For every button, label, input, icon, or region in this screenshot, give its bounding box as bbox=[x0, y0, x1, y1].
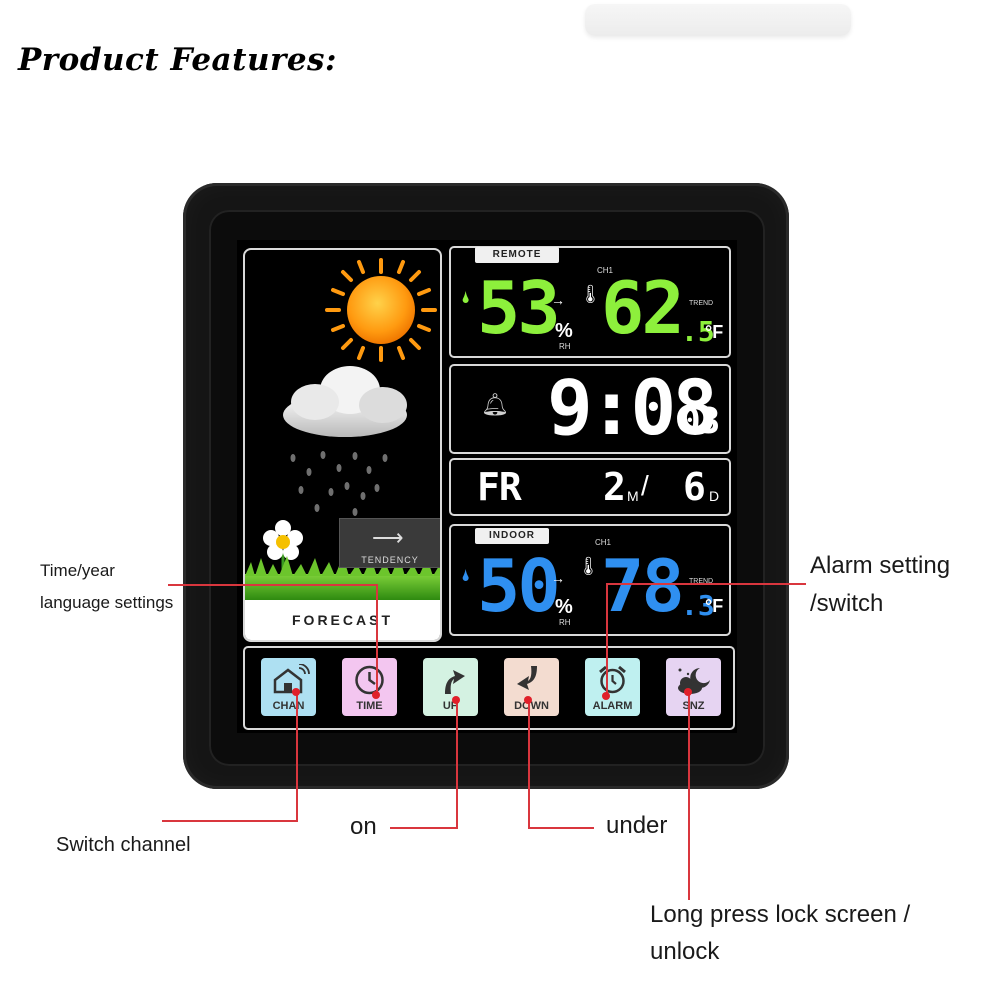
alarm-button[interactable]: ALARM bbox=[585, 658, 640, 716]
remote-channel: CH1 bbox=[597, 266, 614, 275]
date-weekday: FR bbox=[477, 465, 522, 509]
chan-callout-line-vertical bbox=[296, 692, 298, 820]
date-day: 6 bbox=[683, 465, 706, 509]
up-callout-line-vertical bbox=[456, 700, 458, 828]
clock-icon bbox=[355, 665, 384, 695]
thermometer-icon: 🌡 bbox=[579, 284, 602, 304]
down-button-label: DOWN bbox=[514, 700, 549, 712]
lock-callout-line2: unlock bbox=[650, 938, 720, 965]
up-callout-text: on bbox=[350, 813, 377, 840]
remote-rh-label: RH bbox=[559, 342, 571, 351]
house-signal-icon bbox=[273, 664, 310, 694]
sun-icon bbox=[325, 258, 437, 362]
up-button-label: UP bbox=[442, 700, 459, 712]
remote-temperature: 62 bbox=[601, 266, 685, 350]
down-callout-line bbox=[528, 827, 594, 829]
date-day-suffix: D bbox=[709, 488, 720, 504]
cloud-icon bbox=[283, 366, 407, 437]
indoor-temperature-decimal: .3 bbox=[681, 589, 715, 622]
clock-time: 9:08 bbox=[547, 363, 718, 452]
remote-humidity: 53 bbox=[477, 266, 561, 350]
up-callout-dot bbox=[452, 696, 460, 704]
date-month-suffix: M bbox=[627, 488, 639, 504]
lock-callout-line1: Long press lock screen / bbox=[650, 901, 911, 928]
remote-temperature-unit: °F bbox=[705, 322, 724, 342]
weather-scene-icon bbox=[245, 258, 440, 600]
alarm-button-label: ALARM bbox=[592, 700, 633, 712]
time-button[interactable]: TIME bbox=[342, 658, 397, 716]
forecast-panel: ⟶ TENDENCY FORECAST bbox=[243, 248, 442, 642]
indoor-tag: INDOOR bbox=[475, 528, 549, 544]
device-screen: ⟶ TENDENCY FORECAST REMOTE CH1 🌢 53 % RH… bbox=[237, 240, 737, 733]
touch-button-bar: CHAN TIME UP DOWN bbox=[243, 646, 735, 730]
date-separator: / bbox=[641, 470, 649, 501]
bell-icon: 🔔︎ bbox=[481, 392, 509, 417]
rain-drops bbox=[290, 451, 388, 516]
time-year-callout-line2: language settings bbox=[40, 593, 174, 612]
up-button[interactable]: UP bbox=[423, 658, 478, 716]
chan-callout-line bbox=[162, 820, 298, 822]
humidity-drop-icon: 🌢 bbox=[461, 568, 471, 585]
indoor-temperature-unit: °F bbox=[705, 596, 724, 616]
switch-channel-callout: Switch channel bbox=[56, 834, 191, 856]
remote-tag: REMOTE bbox=[475, 247, 559, 263]
clock-seconds: 03 bbox=[679, 401, 720, 442]
indoor-sensor-panel: INDOOR CH1 🌢 50 % RH → 🌡 78 .3 °F TREND bbox=[449, 524, 731, 636]
snooze-callout-line-vertical bbox=[688, 692, 690, 900]
down-callout-text: under bbox=[606, 812, 668, 839]
time-button-label: TIME bbox=[356, 700, 383, 712]
chan-button[interactable]: CHAN bbox=[261, 658, 316, 716]
snooze-callout-dot bbox=[684, 688, 692, 696]
alarm-callout-line bbox=[606, 583, 806, 585]
trend-arrow-icon: → bbox=[551, 570, 565, 586]
tendency-label: TENDENCY bbox=[361, 555, 419, 565]
arrow-down-icon bbox=[517, 666, 537, 690]
remote-sensor-panel: REMOTE CH1 🌢 53 % RH → 🌡 62 .5 °F TREND bbox=[449, 246, 731, 358]
remote-temperature-decimal: .5 bbox=[681, 315, 715, 348]
arrow-right-icon: ⟶ bbox=[372, 525, 404, 550]
up-callout-line bbox=[390, 827, 458, 829]
humidity-drop-icon: 🌢 bbox=[461, 290, 471, 307]
time-year-callout-line1: Time/year bbox=[40, 561, 115, 580]
time-callout-dot bbox=[372, 691, 380, 699]
chan-button-label: CHAN bbox=[272, 700, 305, 712]
alarm-clock-icon bbox=[599, 665, 626, 694]
alarm-callout-line1: Alarm setting bbox=[810, 552, 951, 579]
indoor-rh-label: RH bbox=[559, 618, 571, 627]
time-callout-line bbox=[168, 584, 376, 586]
date-month: 2 bbox=[603, 465, 626, 509]
indoor-humidity-unit: % bbox=[555, 596, 573, 618]
alarm-callout-line-vertical bbox=[606, 583, 608, 695]
date-panel: FR 2 M / 6 D bbox=[449, 458, 731, 516]
snooze-button[interactable]: SNZ bbox=[666, 658, 721, 716]
flower-icon bbox=[263, 520, 303, 580]
indoor-trend-label: TREND bbox=[689, 578, 714, 585]
tendency-indicator: ⟶ TENDENCY bbox=[339, 518, 440, 568]
forecast-label: FORECAST bbox=[245, 600, 440, 640]
chan-callout-dot bbox=[292, 688, 300, 696]
remote-trend-label: TREND bbox=[689, 300, 714, 307]
moon-cloud-icon bbox=[678, 668, 710, 694]
time-callout-line-vertical bbox=[376, 584, 378, 694]
trend-arrow-icon: → bbox=[551, 292, 565, 308]
top-search-bar bbox=[585, 4, 851, 36]
indoor-temperature: 78 bbox=[601, 544, 685, 628]
thermometer-icon: 🌡 bbox=[577, 556, 600, 576]
down-callout-line-vertical bbox=[528, 700, 530, 828]
page-title: Product Features: bbox=[18, 42, 337, 78]
arrow-up-icon bbox=[445, 670, 465, 694]
alarm-callout-dot bbox=[602, 692, 610, 700]
indoor-channel: CH1 bbox=[595, 538, 612, 547]
remote-humidity-unit: % bbox=[555, 320, 573, 342]
snooze-button-label: SNZ bbox=[682, 700, 705, 712]
down-button[interactable]: DOWN bbox=[504, 658, 559, 716]
clock-panel: 🔔︎ 9:08 03 bbox=[449, 364, 731, 454]
indoor-humidity: 50 bbox=[477, 544, 561, 628]
alarm-callout-line2: /switch bbox=[810, 590, 884, 617]
down-callout-dot bbox=[524, 696, 532, 704]
